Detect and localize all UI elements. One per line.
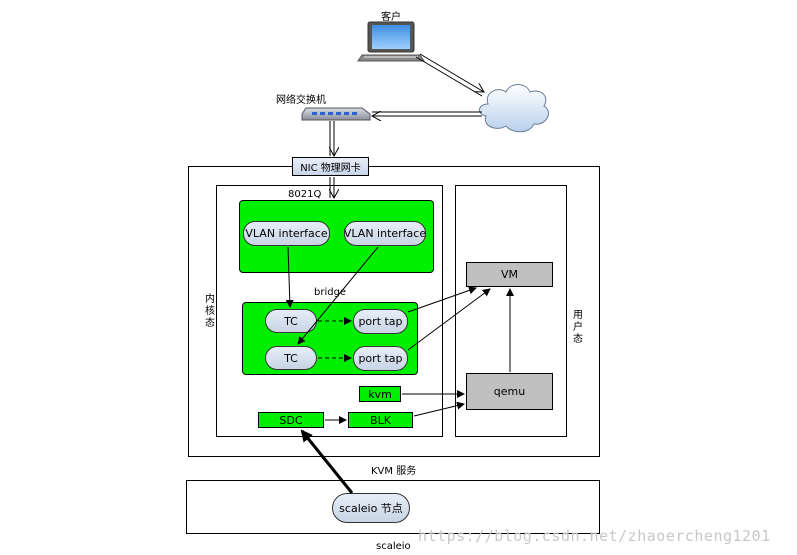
- vlan-interface-2: VLAN interface: [344, 221, 426, 246]
- blk-box: BLK: [348, 412, 413, 428]
- user-label: 用户态: [573, 310, 583, 345]
- laptop-icon: [357, 21, 425, 62]
- tc-2: TC: [265, 346, 317, 370]
- watermark: https://blog.csdn.net/zhaoercheng1201: [418, 527, 771, 545]
- port-tap-1: port tap: [353, 309, 408, 334]
- kernel-label: 内核态: [205, 294, 215, 329]
- bridge-label: bridge: [314, 287, 347, 298]
- port-tap-2: port tap: [353, 346, 408, 371]
- switch-icon: [301, 107, 371, 121]
- vlan-group-label: 8021Q: [288, 189, 322, 200]
- cloud-icon: [479, 84, 549, 133]
- client-label: 客户: [381, 12, 401, 23]
- kvm-box: kvm: [359, 386, 401, 402]
- tc-1: TC: [265, 309, 317, 333]
- vlan-interface-1: VLAN interface: [243, 221, 330, 246]
- nic-box: NIC 物理网卡: [292, 157, 369, 176]
- scaleio-label: scaleio: [376, 541, 411, 552]
- sdc-box: SDC: [258, 412, 324, 428]
- scaleio-node: scaleio 节点: [332, 493, 410, 523]
- vm-box: VM: [466, 262, 553, 287]
- switch-label: 网络交换机: [276, 95, 326, 106]
- qemu-box: qemu: [466, 373, 553, 410]
- kvm-service-label: KVM 服务: [371, 466, 417, 477]
